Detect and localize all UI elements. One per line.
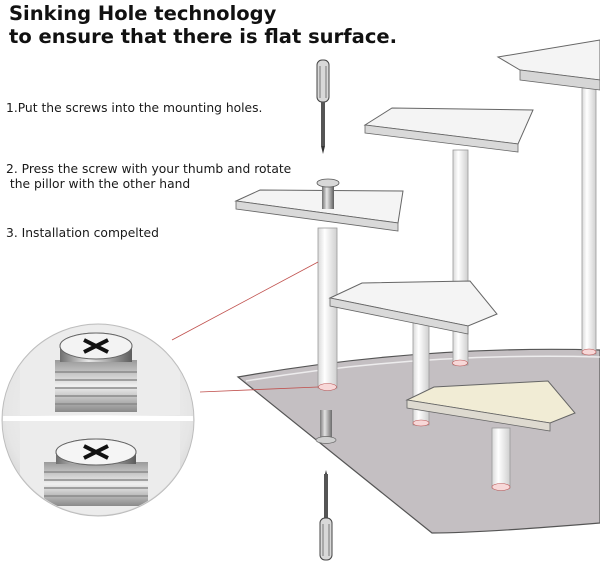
pointer-line-upper [171,261,319,341]
pointer-line-lower [199,386,319,393]
screwdriver-icon [319,470,333,561]
step-3-text: 3. Installation compelted [6,226,159,240]
step-1-text: 1.Put the screws into the mounting holes… [6,101,263,115]
pillar-left [317,227,338,389]
title-line-2: to ensure that there is flat surface. [9,25,398,48]
title-line-1: Sinking Hole technology [9,2,277,25]
page-title: Sinking Hole technology to ensure that t… [9,2,397,48]
step-2-text: 2. Press the screw with your thumb and r… [6,162,292,191]
screwdriver-icon [316,59,330,154]
shelf-top-right [496,39,600,81]
magnified-detail [1,323,195,517]
screw-icon [316,178,340,209]
screw-icon [315,410,337,444]
pillar-top-right [581,87,597,355]
pillar-front [491,427,511,489]
